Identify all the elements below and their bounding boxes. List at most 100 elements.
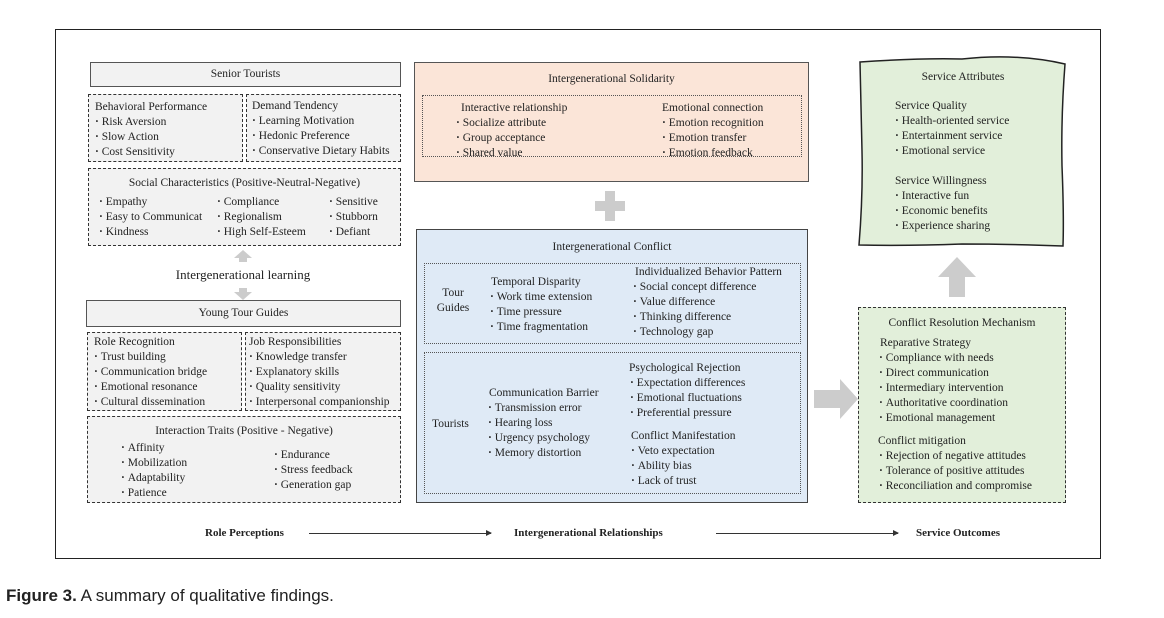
individualized-behavior-list: Social concept difference Value differen…	[633, 280, 782, 340]
right-arrow-icon	[814, 379, 858, 419]
conflict-manifestation-list: Veto expectation Ability bias Lack of tr…	[631, 444, 735, 489]
list-item: Interactive fun	[895, 189, 990, 204]
list-item: Emotion transfer	[662, 131, 764, 146]
tour-guides-label: Tour Guides	[431, 286, 475, 316]
list-item: Adaptability	[121, 471, 187, 486]
up-arrow-icon	[234, 250, 252, 262]
list-item: Kindness	[99, 225, 202, 240]
communication-barrier-group: Communication Barrier Transmission error…	[489, 386, 599, 461]
list-item: Ability bias	[631, 459, 735, 474]
flow-step-service-outcomes: Service Outcomes	[916, 527, 1000, 539]
list-item: Explanatory skills	[249, 365, 400, 380]
list-item: High Self-Esteem	[217, 225, 306, 240]
social-positive-list: Empathy Easy to Communicat Kindness	[99, 195, 202, 240]
list-item: Knowledge transfer	[249, 350, 400, 365]
list-item: Easy to Communicat	[99, 210, 202, 225]
behavioral-performance-box: Behavioral Performance Risk Aversion Slo…	[88, 94, 243, 162]
list-item: Direct communication	[879, 366, 1008, 381]
conflict-mitigation-heading: Conflict mitigation	[878, 435, 966, 447]
social-negative-list: Sensitive Stubborn Defiant	[329, 195, 378, 240]
job-responsibilities-box: Job Responsibilities Knowledge transfer …	[245, 332, 401, 411]
list-item: Sensitive	[329, 195, 378, 210]
conflict-mitigation-group: Conflict mitigation Rejection of negativ…	[878, 434, 1032, 494]
temporal-disparity-list: Work time extension Time pressure Time f…	[490, 290, 593, 335]
list-item: Quality sensitivity	[249, 380, 400, 395]
list-item: Compliance	[217, 195, 306, 210]
list-item: Emotion recognition	[662, 116, 764, 131]
plus-icon	[595, 191, 625, 221]
solidarity-title: Intergenerational Solidarity	[548, 73, 675, 85]
list-item: Learning Motivation	[252, 114, 400, 129]
flow-arrow-1	[309, 530, 492, 536]
interactive-relationship-heading: Interactive relationship	[461, 102, 568, 114]
psychological-rejection-heading: Psychological Rejection	[629, 362, 741, 374]
list-item: Veto expectation	[631, 444, 735, 459]
list-item: Shared value	[456, 146, 567, 161]
conflict-resolution-title: Conflict Resolution Mechanism	[888, 317, 1036, 329]
list-item: Slow Action	[95, 130, 242, 145]
list-item: Authoritative coordination	[879, 396, 1008, 411]
solidarity-box: Intergenerational Solidarity Interactive…	[414, 62, 809, 182]
reparative-strategy-heading: Reparative Strategy	[880, 337, 972, 349]
figure-caption-label: Figure 3.	[6, 586, 77, 605]
communication-barrier-heading: Communication Barrier	[489, 387, 599, 399]
list-item: Preferential pressure	[630, 406, 745, 421]
conflict-title: Intergenerational Conflict	[552, 241, 672, 253]
demand-tendency-box: Demand Tendency Learning Motivation Hedo…	[246, 94, 401, 162]
list-item: Interpersonal companionship	[249, 395, 400, 410]
service-quality-list: Health-oriented service Entertainment se…	[895, 114, 1010, 159]
demand-tendency-heading: Demand Tendency	[252, 100, 339, 112]
list-item: Health-oriented service	[895, 114, 1010, 129]
list-item: Compliance with needs	[879, 351, 1008, 366]
list-item: Patience	[121, 486, 187, 501]
tour-guides-conflict-box: Tour Guides Temporal Disparity Work time…	[424, 263, 801, 344]
list-item: Trust building	[94, 350, 241, 365]
list-item: Hearing loss	[488, 416, 599, 431]
service-attributes-box: Service Attributes Service Quality Healt…	[859, 58, 1067, 248]
young-tour-guides-title-box: Young Tour Guides	[86, 300, 401, 327]
flow-arrow-2	[716, 530, 899, 536]
social-characteristics-box: Social Characteristics (Positive-Neutral…	[88, 168, 401, 246]
list-item: Rejection of negative attitudes	[879, 449, 1032, 464]
tour-guides-label-line2: Guides	[436, 302, 470, 314]
list-item: Defiant	[329, 225, 378, 240]
reparative-strategy-group: Reparative Strategy Compliance with need…	[880, 336, 1008, 426]
solidarity-inner-box: Interactive relationship Socialize attri…	[422, 95, 802, 159]
interaction-positive-list: Affinity Mobilization Adaptability Patie…	[121, 441, 187, 501]
service-willingness-list: Interactive fun Economic benefits Experi…	[895, 189, 990, 234]
intergenerational-learning-label: Intergenerational learning	[175, 267, 311, 282]
list-item: Economic benefits	[895, 204, 990, 219]
list-item: Intermediary intervention	[879, 381, 1008, 396]
list-item: Time pressure	[490, 305, 592, 320]
list-item: Cost Sensitivity	[95, 145, 242, 160]
reparative-strategy-list: Compliance with needs Direct communicati…	[879, 351, 1008, 426]
service-quality-heading: Service Quality	[895, 100, 967, 112]
service-willingness-group: Service Willingness Interactive fun Econ…	[895, 174, 990, 234]
conflict-manifestation-heading: Conflict Manifestation	[631, 430, 736, 442]
service-willingness-heading: Service Willingness	[895, 175, 987, 187]
role-recognition-list: Trust building Communication bridge Emot…	[94, 350, 241, 410]
young-tour-guides-title: Young Tour Guides	[198, 307, 289, 319]
emotional-connection-list: Emotion recognition Emotion transfer Emo…	[662, 116, 764, 161]
flow-step-role-perceptions: Role Perceptions	[205, 527, 284, 539]
interaction-traits-heading: Interaction Traits (Positive - Negative)	[155, 425, 333, 437]
senior-tourists-title: Senior Tourists	[210, 68, 281, 80]
list-item: Affinity	[121, 441, 187, 456]
emotional-connection-group: Emotional connection Emotion recognition…	[662, 101, 764, 161]
list-item: Conservative Dietary Habits	[252, 144, 400, 159]
communication-barrier-list: Transmission error Hearing loss Urgency …	[488, 401, 599, 461]
role-recognition-box: Role Recognition Trust building Communic…	[87, 332, 242, 411]
senior-tourists-title-box: Senior Tourists	[90, 62, 401, 87]
temporal-disparity-group: Temporal Disparity Work time extension T…	[491, 275, 592, 335]
list-item: Mobilization	[121, 456, 187, 471]
social-neutral-list: Compliance Regionalism High Self-Esteem	[217, 195, 306, 240]
role-recognition-heading: Role Recognition	[94, 336, 175, 348]
interaction-traits-box: Interaction Traits (Positive - Negative)…	[87, 416, 401, 503]
list-item: Entertainment service	[895, 129, 1009, 144]
up-arrow-icon	[938, 257, 976, 297]
list-item: Stress feedback	[274, 463, 353, 478]
list-item: Cultural dissemination	[94, 395, 241, 410]
list-item: Emotional management	[879, 411, 1008, 426]
individualized-behavior-heading: Individualized Behavior Pattern	[635, 266, 782, 278]
psychological-rejection-group: Psychological Rejection Expectation diff…	[629, 361, 745, 421]
